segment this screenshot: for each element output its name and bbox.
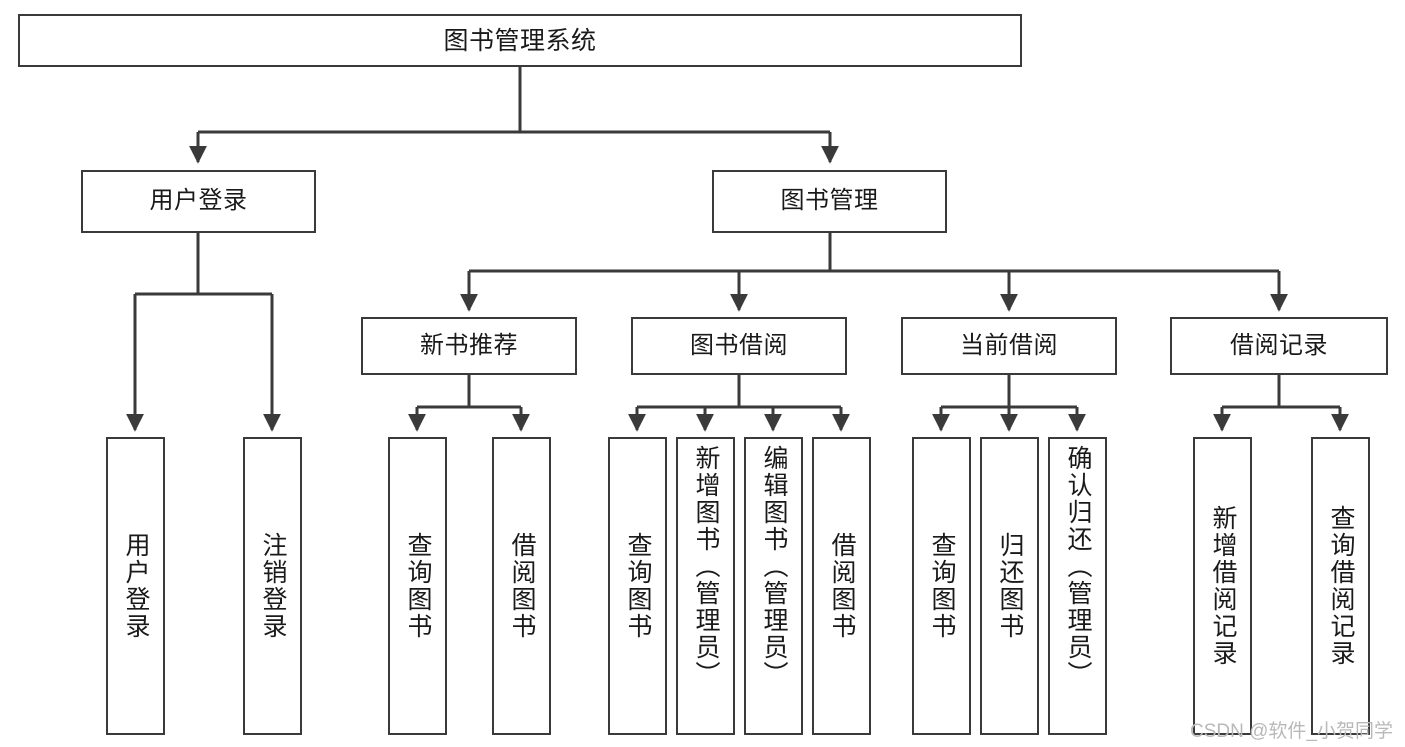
leaf-query-book-borrow[interactable]: 查询图书	[608, 437, 667, 735]
leaf-query-borrow-record[interactable]: 查询借阅记录	[1311, 437, 1370, 735]
node-label: 归还图书	[996, 532, 1024, 640]
node-label: 当前借阅	[960, 331, 1058, 359]
node-new-book-recommend[interactable]: 新书推荐	[361, 317, 577, 375]
node-user-login[interactable]: 用户登录	[81, 170, 316, 233]
leaf-borrow-book-recommend[interactable]: 借阅图书	[492, 437, 551, 735]
leaf-query-book-current[interactable]: 查询图书	[912, 437, 971, 735]
node-label: 借阅图书	[828, 532, 856, 640]
leaf-add-borrow-record[interactable]: 新增借阅记录	[1193, 437, 1252, 735]
node-label: 用户登录	[122, 532, 150, 640]
leaf-user-login[interactable]: 用户登录	[106, 437, 165, 735]
node-label: 图书借阅	[690, 331, 788, 359]
leaf-edit-book-admin[interactable]: 编辑图书（管理员）	[744, 437, 803, 735]
node-label: 图书管理	[780, 187, 879, 215]
node-borrow-record[interactable]: 借阅记录	[1170, 317, 1388, 375]
leaf-return-book[interactable]: 归还图书	[980, 437, 1039, 735]
watermark-text: CSDN @软件_小贺同学	[1190, 721, 1393, 742]
node-label: 用户登录	[149, 187, 248, 215]
leaf-confirm-return-admin[interactable]: 确认归还（管理员）	[1048, 437, 1107, 735]
node-label: 图书管理系统	[443, 26, 597, 55]
node-label: 查询图书	[928, 532, 956, 640]
node-label: 编辑图书（管理员）	[760, 445, 788, 688]
node-label: 新书推荐	[420, 331, 518, 359]
leaf-user-logout[interactable]: 注销登录	[243, 437, 302, 735]
node-book-management[interactable]: 图书管理	[712, 170, 947, 233]
node-label: 新增借阅记录	[1209, 505, 1237, 667]
csdn-watermark: CSDN @软件_小贺同学	[1190, 716, 1393, 743]
node-label: 借阅图书	[508, 532, 536, 640]
node-book-borrow[interactable]: 图书借阅	[631, 317, 847, 375]
node-label: 查询图书	[404, 532, 432, 640]
node-label: 注销登录	[259, 532, 287, 640]
node-label: 查询借阅记录	[1327, 505, 1355, 667]
node-label: 新增图书（管理员）	[692, 445, 720, 688]
leaf-borrow-book[interactable]: 借阅图书	[812, 437, 871, 735]
leaf-query-book-recommend[interactable]: 查询图书	[388, 437, 447, 735]
node-label: 查询图书	[624, 532, 652, 640]
node-root-system[interactable]: 图书管理系统	[18, 14, 1022, 67]
node-label: 借阅记录	[1230, 331, 1328, 359]
leaf-add-book-admin[interactable]: 新增图书（管理员）	[676, 437, 735, 735]
node-current-borrow[interactable]: 当前借阅	[901, 317, 1117, 375]
node-label: 确认归还（管理员）	[1064, 445, 1092, 688]
